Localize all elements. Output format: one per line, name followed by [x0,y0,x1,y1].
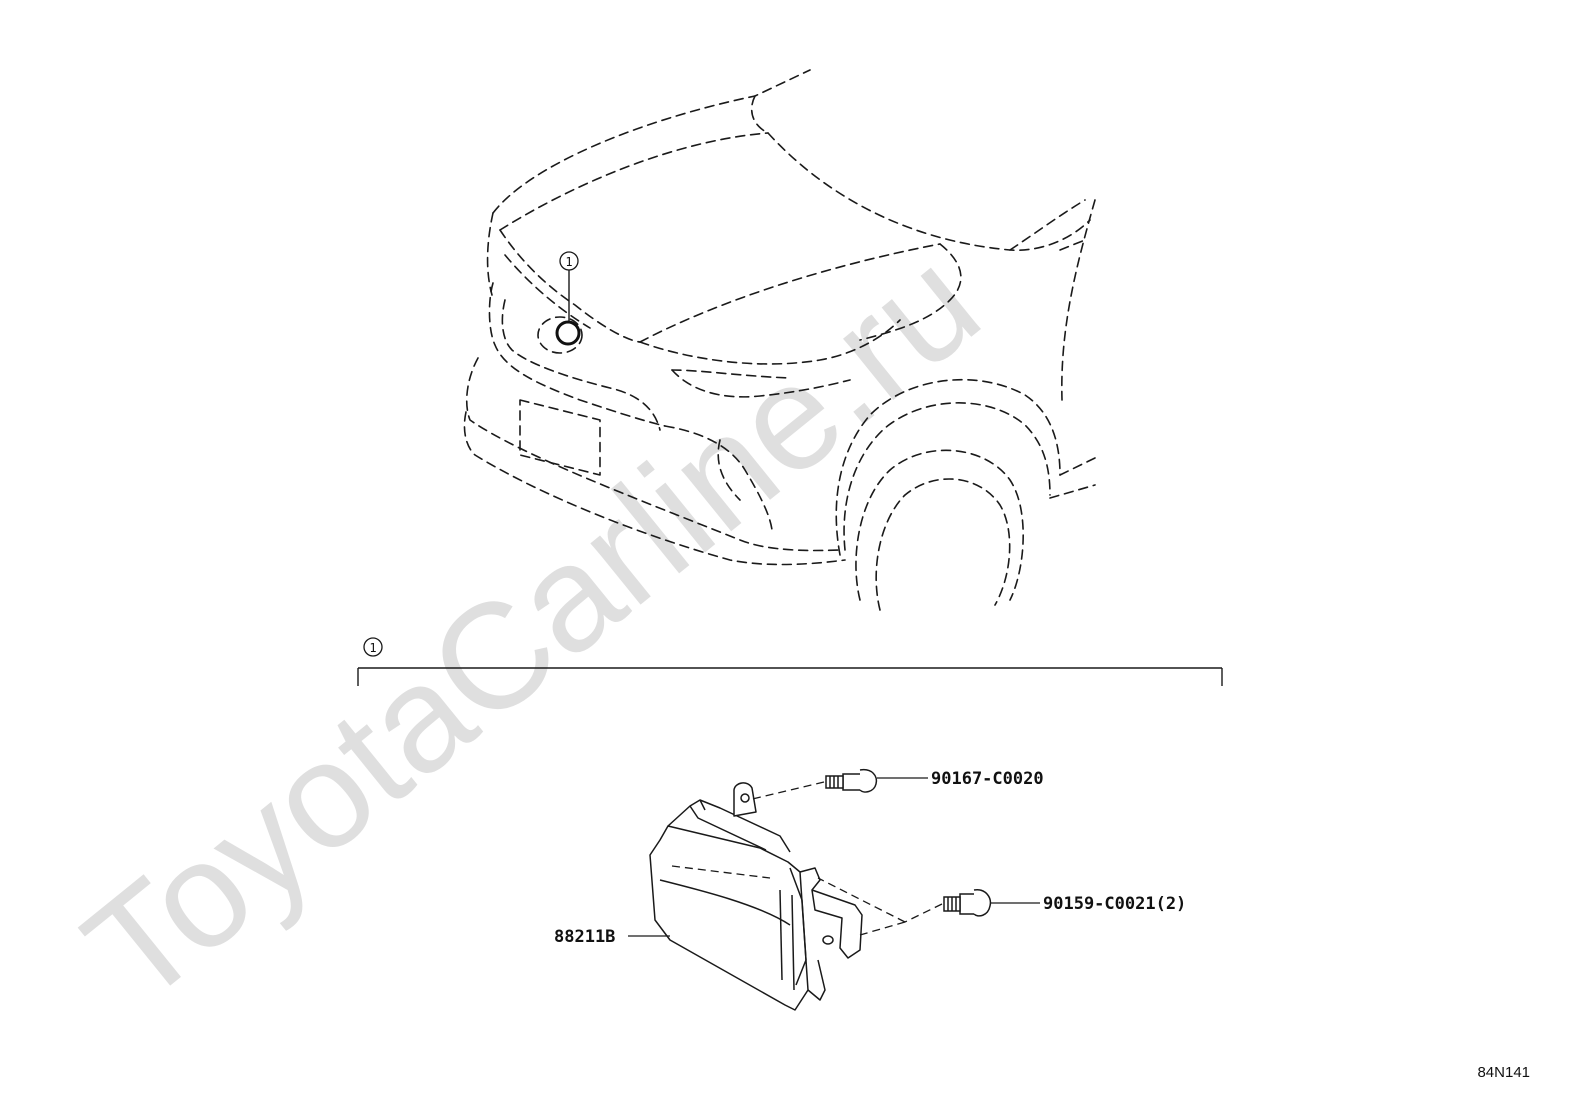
part-label-sensor: 88211B [554,927,615,947]
screw-top-drawing [825,768,878,793]
part-label-bolt: 90159-C0021(2) [1043,894,1186,914]
watermark-text: ToyotaCarline.ru [54,217,1009,1035]
callout-1-number: 1 [565,255,572,269]
bolt-bottom-drawing [943,889,992,917]
leader-lines [628,777,1040,937]
vehicle-front-outline [463,69,1096,611]
section-callout-number: 1 [369,641,376,655]
part-label-screw: 90167-C0020 [931,769,1044,789]
section-callout-1: 1 [363,637,383,657]
sensor-location-indicator [555,320,581,346]
section-bracket [357,667,1223,686]
figure-id: 84N141 [1477,1064,1530,1081]
callout-1-marker: 1 [555,251,581,346]
radar-sensor-drawing [649,782,863,1011]
installation-lines [671,781,943,936]
